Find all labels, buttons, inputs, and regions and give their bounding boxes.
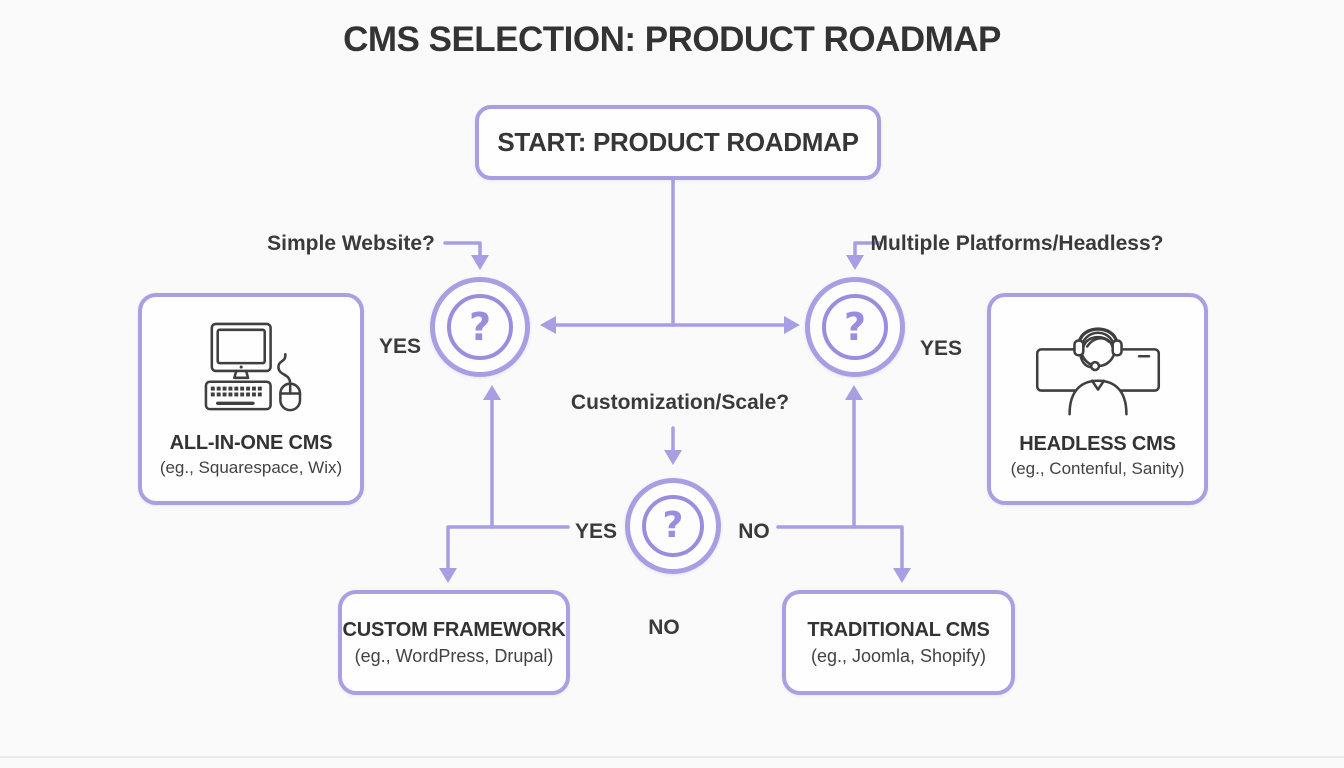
- arrowhead-right: [784, 316, 800, 334]
- decision-node-multiple-platforms: ?: [805, 277, 905, 377]
- question-glyph: ?: [662, 505, 684, 546]
- outcome-subtitle: (eg., Joomla, Shopify): [810, 645, 987, 666]
- arrowhead-down-traditional: [893, 568, 911, 583]
- outcome-subtitle: (eg., Squarespace, Wix): [159, 457, 343, 477]
- question-mark-icon: ?: [822, 294, 888, 360]
- decision-node-simple-website: ?: [430, 277, 530, 377]
- question-mark-icon: ?: [642, 495, 704, 557]
- edge-simple-website-label: [443, 241, 482, 258]
- outcome-box-all-in-one: ALL-IN-ONE CMS (eg., Squarespace, Wix): [138, 293, 364, 505]
- label-customization-scale: Customization/Scale?: [570, 391, 790, 414]
- outcome-title: TRADITIONAL CMS: [807, 618, 990, 641]
- outcome-title: ALL-IN-ONE CMS: [169, 431, 333, 454]
- start-node: START: PRODUCT ROADMAP: [475, 105, 881, 180]
- edge-label-yes-middle: YES: [574, 520, 618, 543]
- edge-middle-no-to-traditional: [776, 525, 904, 571]
- question-mark-icon: ?: [447, 294, 513, 360]
- arrowhead-down-middle-node: [664, 450, 682, 465]
- decision-node-customization-scale: ?: [625, 478, 721, 574]
- outcome-title: CUSTOM FRAMEWORK: [342, 618, 566, 641]
- arrowhead-up-right-node: [845, 385, 863, 400]
- outcome-subtitle: (eg., WordPress, Drupal): [354, 645, 554, 666]
- start-node-label: START: PRODUCT ROADMAP: [497, 127, 859, 157]
- label-simple-website: Simple Website?: [267, 232, 435, 255]
- outcome-box-headless: HEADLESS CMS (eg., Contenful, Sanity): [987, 293, 1208, 505]
- outcome-subtitle: (eg., Contenful, Sanity): [1010, 458, 1185, 478]
- edge-label-no-bottom: NO: [648, 616, 680, 639]
- question-glyph: ?: [468, 305, 492, 349]
- support-agent-icon: [1033, 320, 1163, 423]
- outcome-box-traditional: TRADITIONAL CMS (eg., Joomla, Shopify): [782, 590, 1015, 695]
- edge-label-no-middle: NO: [738, 520, 770, 543]
- outcome-title: HEADLESS CMS: [1019, 432, 1176, 455]
- arrowhead-left: [540, 316, 556, 334]
- edge-label-yes-left: YES: [378, 335, 422, 358]
- arrowhead-up-left-node: [483, 385, 501, 400]
- arrowhead-down-right-node: [846, 255, 864, 270]
- outcome-box-custom-framework: CUSTOM FRAMEWORK (eg., WordPress, Drupal…: [338, 590, 570, 695]
- edge-multiple-platforms-label: [853, 241, 882, 258]
- bottom-divider: [0, 756, 1344, 758]
- edge-label-yes-right: YES: [919, 337, 963, 360]
- arrowhead-down-custom: [439, 568, 457, 583]
- page-title: CMS SELECTION: PRODUCT ROADMAP: [343, 20, 1001, 59]
- label-multiple-platforms: Multiple Platforms/Headless?: [870, 232, 1164, 255]
- desktop-computer-icon: [192, 321, 310, 422]
- edge-middle-yes-to-custom: [446, 525, 570, 571]
- question-glyph: ?: [843, 305, 867, 349]
- arrowhead-down-left-node: [471, 255, 489, 270]
